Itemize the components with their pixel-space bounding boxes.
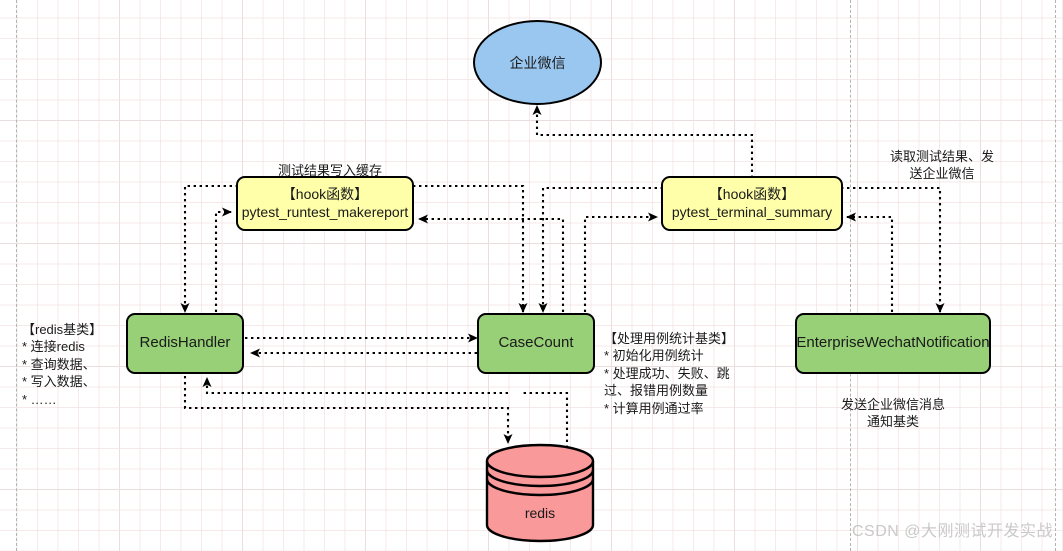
wire-terminal-summary-to-casecount [538,186,663,313]
node-enterprise-wechat-notification-label: EnterpriseWechatNotification [796,334,990,352]
page-break-line-right [1055,0,1056,551]
node-case-count-label: CaseCount [498,334,574,352]
node-wechat[interactable]: 企业微信 [473,20,602,105]
node-redis-store-label: redis [524,505,556,521]
caption-notification-base-class: 发送企业微信消息 通知基类 [813,378,973,431]
node-hook-makereport[interactable]: 【hook函数】 pytest_runtest_makereport [236,176,414,231]
cylinder-icon [485,443,595,543]
node-hook-makereport-line1: 【hook函数】 [281,186,369,202]
wire-redishandler-to-makereport [214,207,232,312]
wire-casecount-to-redishandler-bottom [202,377,508,395]
caption-read-and-send: 读取测试结果、发 送企业微信 [872,130,1012,183]
node-wechat-label: 企业微信 [509,54,566,71]
node-case-count[interactable]: CaseCount [477,313,595,374]
node-redis-handler-label: RedisHandler [139,334,231,352]
wire-casecount-to-terminal-summary [583,212,658,312]
node-redis-store[interactable]: redis [485,443,595,543]
wire-makereport-to-redishandler [180,184,238,313]
wire-makereport-to-casecount [413,184,528,313]
wire-notification-to-terminal-summary [846,212,894,312]
wire-casecount-to-makereport [418,214,565,312]
node-hook-terminal-summary-line1: 【hook函数】 [708,186,796,202]
page-break-line-left [16,0,17,551]
page-break-line-middle [850,0,851,551]
caption-redis-base-class: 【redis基类】 * 连接redis * 查询数据、 * 写入数据、 * …… [22,303,132,408]
caption-case-count-base-class: 【处理用例统计基类】 * 初始化用例统计 * 处理成功、失败、跳 过、报错用例数… [604,312,752,417]
caption-redis-base-class-text: 【redis基类】 * 连接redis * 查询数据、 * 写入数据、 * …… [22,321,103,407]
node-enterprise-wechat-notification[interactable]: EnterpriseWechatNotification [795,313,991,374]
watermark: CSDN @大刚测试开发实战 [851,523,1053,540]
node-redis-handler[interactable]: RedisHandler [126,313,244,374]
caption-notification-base-class-text: 发送企业微信消息 通知基类 [840,396,945,430]
node-hook-terminal-summary[interactable]: 【hook函数】 pytest_terminal_summary [661,176,843,231]
caption-read-and-send-text: 读取测试结果、发 送企业微信 [889,148,994,182]
node-hook-terminal-summary-line2: pytest_terminal_summary [671,203,833,220]
wire-terminal-summary-to-wechat [532,105,754,178]
caption-case-count-base-class-text: 【处理用例统计基类】 * 初始化用例统计 * 处理成功、失败、跳 过、报错用例数… [604,330,735,416]
wire-redis-to-casecount [520,391,569,448]
caption-write-cache-text: 测试结果写入缓存 [277,162,382,178]
wire-redishandler-to-redis [183,376,513,444]
node-hook-makereport-line2: pytest_runtest_makereport [241,203,409,220]
caption-write-cache: 测试结果写入缓存 [240,144,420,179]
wire-terminal-summary-to-notification [841,186,945,313]
